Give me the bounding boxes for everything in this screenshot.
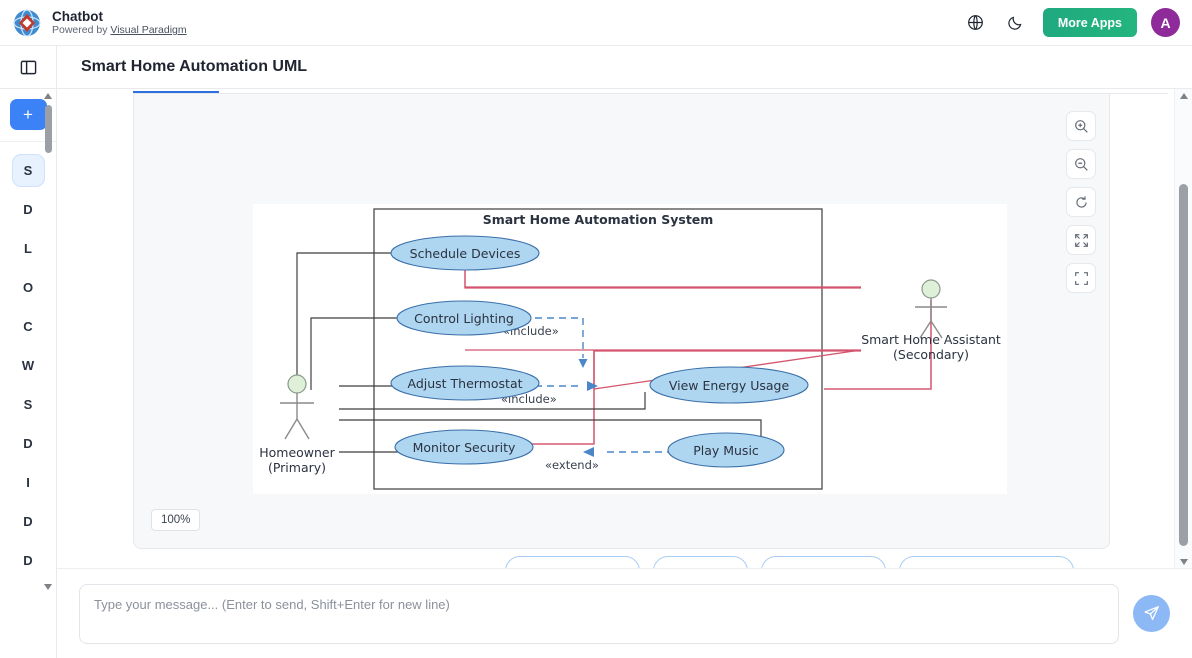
use-case-nodes: Schedule Devices Control Lighting Adjust…: [390, 235, 809, 468]
zoom-out-icon[interactable]: [1066, 149, 1096, 179]
rail-scrollbar[interactable]: [43, 89, 54, 594]
more-apps-button[interactable]: More Apps: [1042, 8, 1137, 37]
system-boundary-title: Smart Home Automation System: [483, 212, 714, 227]
rail-scroll-down-arrow-icon[interactable]: [44, 584, 52, 590]
powered-by-line: Powered by Visual Paradigm: [52, 24, 187, 36]
powered-by-prefix: Powered by: [52, 24, 111, 37]
actor-assistant-label-1: Smart Home Assistant: [861, 332, 1001, 347]
conversation-item-5[interactable]: W: [21, 358, 35, 373]
rail-scroll-thumb[interactable]: [45, 105, 52, 153]
visual-paradigm-link[interactable]: Visual Paradigm: [110, 24, 187, 37]
conversation-item-9[interactable]: D: [23, 514, 33, 529]
actor-homeowner-label-1: Homeowner: [259, 445, 335, 460]
use-case-play-music[interactable]: Play Music: [667, 432, 785, 468]
zoom-in-icon[interactable]: [1066, 111, 1096, 141]
svg-text:Schedule Devices: Schedule Devices: [410, 246, 521, 261]
actor-body-icon: [915, 298, 947, 339]
conversation-item-7[interactable]: D: [23, 436, 33, 451]
conversation-item-8[interactable]: I: [26, 475, 30, 490]
send-paper-plane-icon: [1143, 605, 1160, 622]
app-logo-icon: [12, 8, 42, 38]
actor-homeowner[interactable]: Homeowner (Primary): [259, 374, 336, 475]
scroll-down-arrow-icon[interactable]: [1180, 559, 1188, 565]
message-composer: [57, 568, 1192, 658]
active-tab-indicator[interactable]: [133, 91, 219, 94]
globe-icon[interactable]: [963, 10, 989, 36]
system-boundary-box: [373, 208, 823, 490]
conversation-item-3[interactable]: O: [22, 280, 34, 295]
use-case-schedule-devices[interactable]: Schedule Devices: [390, 235, 540, 271]
use-case-view-energy-usage[interactable]: View Energy Usage: [649, 366, 809, 404]
extend-arrow-left-icon: [583, 447, 594, 457]
diagram-toolbar: [1066, 111, 1096, 293]
zoom-level-badge[interactable]: 100%: [151, 509, 201, 531]
uml-diagram-card: Smart Home Automation System: [133, 94, 1110, 549]
suggestion-chip-row: [133, 556, 1168, 569]
use-case-control-lighting[interactable]: Control Lighting: [396, 300, 532, 336]
fit-screen-icon[interactable]: [1066, 225, 1096, 255]
actor-assistant-label-2: (Secondary): [893, 347, 969, 362]
actor-smart-home-assistant[interactable]: Smart Home Assistant (Secondary): [861, 279, 1001, 362]
moon-icon[interactable]: [1003, 10, 1029, 36]
svg-text:Play Music: Play Music: [693, 443, 759, 458]
conversation-item-6[interactable]: S: [23, 397, 33, 412]
include-arrow-down-icon: [578, 359, 588, 368]
rail-scroll-up-arrow-icon[interactable]: [44, 93, 52, 99]
chat-main: Smart Home Automation System: [57, 89, 1192, 658]
primary-association-lines: [296, 252, 762, 453]
fullscreen-icon[interactable]: [1066, 263, 1096, 293]
app-header: Chatbot Powered by Visual Paradigm More …: [0, 0, 1192, 46]
avatar[interactable]: A: [1151, 8, 1180, 37]
message-scroll-region: Smart Home Automation System: [57, 89, 1174, 569]
conversation-item-10[interactable]: D: [23, 553, 33, 568]
reset-rotate-icon[interactable]: [1066, 187, 1096, 217]
panel-layout-icon[interactable]: [0, 46, 57, 88]
svg-text:Control Lighting: Control Lighting: [414, 311, 514, 326]
conversation-item-2[interactable]: L: [24, 241, 32, 256]
header-actions: More Apps A: [963, 8, 1192, 37]
svg-text:Adjust Thermostat: Adjust Thermostat: [407, 376, 522, 391]
actor-head-icon: [921, 279, 941, 299]
include-arrow-right-icon: [587, 381, 598, 391]
send-button[interactable]: [1133, 595, 1170, 632]
title-bar: Smart Home Automation UML: [0, 46, 1192, 89]
brand-text-block: Chatbot Powered by Visual Paradigm: [52, 9, 187, 37]
message-input[interactable]: [79, 583, 1119, 644]
new-chat-button[interactable]: +: [9, 99, 47, 130]
rail-divider: [0, 141, 56, 142]
conversation-item-1[interactable]: D: [23, 202, 33, 217]
conversation-item-4[interactable]: C: [23, 319, 33, 334]
svg-text:Monitor Security: Monitor Security: [413, 440, 516, 455]
uml-diagram-canvas[interactable]: Smart Home Automation System: [253, 204, 1007, 494]
main-scrollbar[interactable]: [1174, 89, 1192, 569]
conversation-item-0[interactable]: S: [11, 154, 45, 187]
scroll-up-arrow-icon[interactable]: [1180, 93, 1188, 99]
extend-label: «extend»: [545, 458, 599, 472]
main-scroll-thumb[interactable]: [1179, 184, 1188, 546]
actor-head-icon: [287, 374, 307, 394]
use-case-monitor-security[interactable]: Monitor Security: [394, 429, 534, 465]
app-title: Chatbot: [52, 8, 103, 24]
actor-body-icon: [280, 393, 314, 440]
svg-text:View Energy Usage: View Energy Usage: [669, 378, 790, 393]
tab-bar-rule: [133, 93, 1168, 94]
use-case-adjust-thermostat[interactable]: Adjust Thermostat: [390, 365, 540, 401]
page-title: Smart Home Automation UML: [81, 58, 308, 75]
uml-use-case-svg: Smart Home Automation System: [259, 208, 1001, 490]
actor-homeowner-label-2: (Primary): [268, 460, 326, 475]
